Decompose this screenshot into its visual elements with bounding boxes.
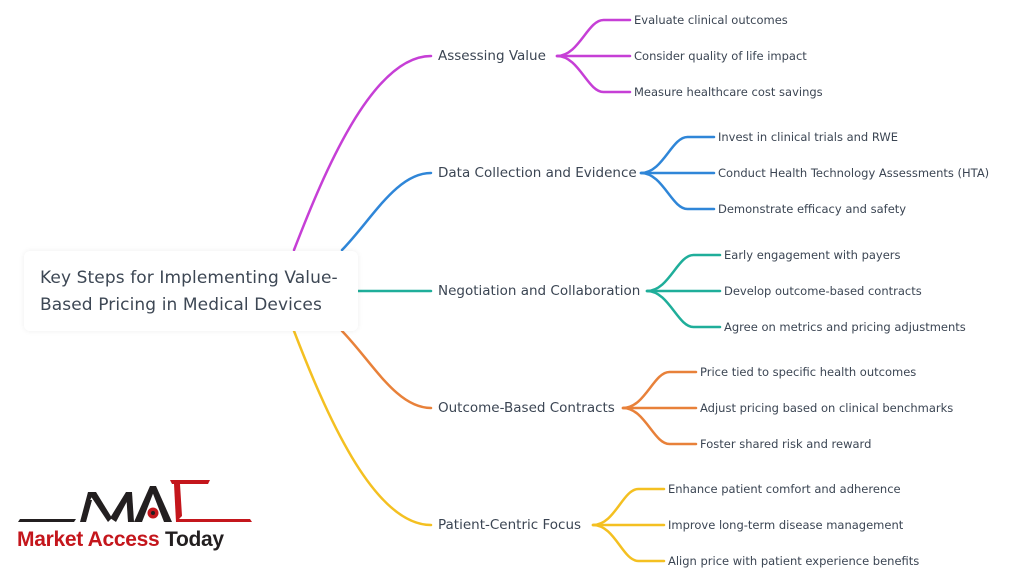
leaf-node: Measure healthcare cost savings	[634, 85, 823, 99]
leaf-node: Consider quality of life impact	[634, 49, 807, 63]
connector-root-to-branch	[292, 54, 433, 252]
connector-root-to-branch	[340, 171, 433, 252]
branch-node-data-collection: Data Collection and Evidence	[437, 165, 638, 181]
root-title-line-2: Based Pricing in Medical Devices	[40, 295, 322, 315]
leaf-node: Align price with patient experience bene…	[668, 554, 920, 568]
connector-branch-to-leaf	[645, 253, 722, 293]
connector-branch-to-leaf	[639, 171, 716, 211]
connector-branch-to-leaf	[555, 18, 632, 58]
connector-branch-to-leaf	[621, 370, 698, 410]
connector-branch-to-leaf	[621, 406, 698, 446]
leaf-node: Agree on metrics and pricing adjustments	[724, 320, 966, 334]
logo-text-today: Today	[164, 528, 224, 551]
branch-node-assessing-value: Assessing Value	[437, 48, 547, 64]
connector-branch-to-leaf	[591, 523, 666, 563]
branch-node-negotiation: Negotiation and Collaboration	[437, 283, 642, 299]
connector-branch-to-leaf	[555, 54, 632, 94]
leaf-node: Demonstrate efficacy and safety	[718, 202, 907, 216]
leaf-node: Improve long-term disease management	[668, 518, 904, 532]
connector-branch-to-leaf	[591, 487, 666, 527]
leaf-node: Price tied to specific health outcomes	[700, 365, 917, 379]
connector-branch-to-leaf	[639, 135, 716, 175]
branch-node-outcome-contracts: Outcome-Based Contracts	[437, 400, 616, 416]
leaf-node: Develop outcome-based contracts	[724, 284, 922, 298]
root-node: Key Steps for Implementing Value- Based …	[24, 251, 358, 331]
connector-root-to-branch	[340, 329, 433, 410]
logo-text-market-access: Market Access	[17, 528, 160, 551]
leaf-node: Adjust pricing based on clinical benchma…	[700, 401, 954, 415]
leaf-node: Early engagement with payers	[724, 248, 901, 262]
leaf-node: Invest in clinical trials and RWE	[718, 130, 899, 144]
leaf-node: Conduct Health Technology Assessments (H…	[718, 166, 990, 180]
connector-branch-to-leaf	[645, 289, 722, 329]
leaf-node: Foster shared risk and reward	[700, 437, 872, 451]
root-title-line-1: Key Steps for Implementing Value-	[40, 268, 338, 288]
branch-node-patient-centric: Patient-Centric Focus	[437, 517, 583, 533]
connector-root-to-branch	[292, 329, 433, 527]
leaf-node: Evaluate clinical outcomes	[634, 13, 788, 27]
logo-wordmark: Market Access Today	[17, 528, 224, 552]
leaf-node: Enhance patient comfort and adherence	[668, 482, 901, 496]
mat-logo-mark	[18, 480, 252, 522]
